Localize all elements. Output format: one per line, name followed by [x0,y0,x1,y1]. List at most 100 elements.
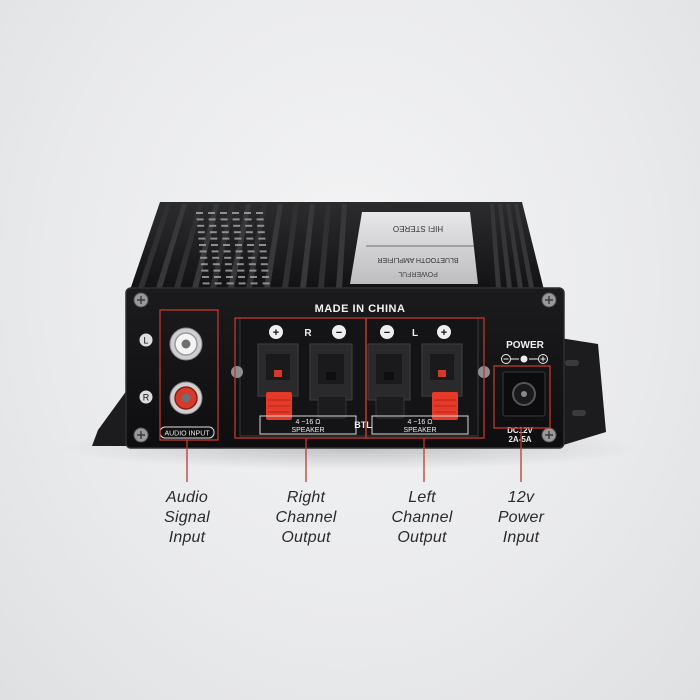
vent-slot [259,244,266,246]
right-r-mark: R [304,328,312,339]
heatsink-fin [210,204,235,288]
vent-slot [244,212,251,214]
left-positive-clip[interactable] [421,343,463,420]
vent-slot [210,237,218,240]
speaker-terminals: + R − − L + [231,317,490,437]
left-plus-mark: + [441,327,447,339]
left-speaker-label: SPEAKER [403,427,436,434]
vent-slot [224,263,232,266]
vent-slot [236,263,244,266]
heatsink-fin [514,204,534,288]
dc-power-jack[interactable] [502,371,546,417]
vent-slot [209,231,217,234]
vent-slot [226,276,233,278]
top-label-line-2: BLUETOOTH AMPLIFIER [377,256,458,263]
right-positive-clip[interactable] [257,343,299,420]
vent-slot [201,269,209,272]
vent-slot [259,250,267,253]
vent-slot [211,244,218,246]
vent-slot [225,269,233,272]
vent-slot [235,250,243,253]
heatsink-fin [490,204,501,288]
input-label-right-text: R [143,393,150,403]
panel-screws [133,292,557,443]
vent-slot [221,231,229,234]
top-label-line-3: POWERFUL [398,270,438,277]
left-output-highlight [365,317,485,439]
heatsink-fin [498,204,512,288]
vent-slot [245,224,253,227]
callout-audio-input-line-1: Audio [166,489,208,506]
right-negative-clip[interactable] [309,343,353,419]
vent-slot [197,224,205,227]
heatsink-fin [282,204,299,288]
made-in-china-label: MADE IN CHINA [315,303,406,315]
vent-slot [208,218,216,221]
vent-slot [199,250,207,253]
heatsink-fin [300,204,315,288]
vent-slot [248,263,256,266]
left-negative-clip[interactable] [367,343,411,419]
power-rating-line2: 2A-5A [508,435,531,444]
vent-slot [223,244,230,246]
callout-power-input-line-1: 12v [507,489,535,506]
vent-slot [248,256,256,259]
vent-slot [220,218,228,221]
callout-audio-input-line-3: Input [168,529,206,546]
vent-slot [262,282,270,285]
vent-slot [236,256,244,259]
callout-left-output-line-3: Output [397,529,447,546]
vent-slot [197,231,205,234]
vent-slot [212,256,220,259]
vent-slot [256,218,264,221]
callout-power-input: 12v Power Input [471,488,571,548]
vent-slot [224,256,232,259]
btl-label: BTL [354,420,372,430]
vent-slot [260,256,268,259]
audio-input-highlight [159,309,219,441]
heatsink-fin [506,204,523,288]
power-label: POWER [506,340,545,351]
vent-slot [221,224,229,227]
callout-right-output-line-2: Channel [275,509,337,526]
vent-slot [196,218,204,221]
vent-slot [214,282,222,285]
left-mounting-flange [92,386,132,446]
vent-slot [233,231,241,234]
left-l-mark: L [412,328,418,339]
left-channel-markings: − L + [380,325,451,339]
rca-jack-left[interactable] [169,327,203,361]
vent-slot [200,263,208,266]
heatsink-fin [318,204,331,288]
vent-slot [258,237,266,240]
rca-jack-right[interactable] [169,381,203,415]
callout-audio-input: Audio Signal Input [137,488,237,548]
vent-slot [247,244,254,246]
heatsink-fin [138,204,171,288]
vent-slot [232,218,240,221]
vent-slot [202,276,209,278]
vent-slots [196,212,270,285]
heatsink-fin [174,204,203,288]
vent-slot [226,282,234,285]
right-speaker-label: SPEAKER [291,427,324,434]
vent-slot [260,263,268,266]
right-channel-markings: + R − [269,325,346,339]
callout-power-input-line-3: Input [502,529,540,546]
right-minus-mark: − [336,327,342,339]
vent-slot [238,282,246,285]
polarity-symbol [501,354,548,364]
vent-slot [249,269,257,272]
vent-slot [222,237,230,240]
vent-slot [247,250,255,253]
annotation-leaders [186,428,522,482]
vent-slot [198,237,206,240]
vent-slot [261,269,269,272]
input-label-left-text: L [143,336,148,346]
vent-slot [213,269,221,272]
vent-slot [220,212,227,214]
callout-left-output-line-2: Channel [391,509,453,526]
vent-slot [257,224,265,227]
vent-slot [256,212,263,214]
callout-power-input-line-2: Power [497,509,545,526]
